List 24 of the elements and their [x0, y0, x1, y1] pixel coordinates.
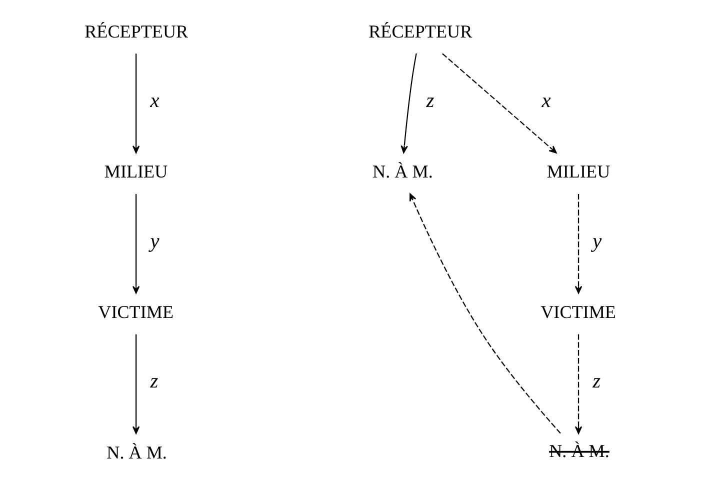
node-text: N. À M. — [106, 442, 167, 462]
edge-label: y — [150, 230, 160, 252]
arrow — [132, 54, 140, 154]
node-text: MILIEU — [546, 162, 610, 182]
arrow — [409, 193, 561, 434]
edge-label: x — [150, 90, 160, 112]
edge-label: x — [542, 90, 551, 112]
arrow — [132, 334, 140, 434]
edge-label: z — [150, 370, 158, 393]
node-text: VICTIME — [540, 302, 616, 322]
arrow — [442, 53, 557, 154]
node-text: RÉCEPTEUR — [368, 21, 472, 42]
arrow — [400, 53, 417, 154]
node-text: N. À M. — [549, 441, 610, 462]
edge-label: z — [592, 370, 601, 393]
edge-label: z — [426, 90, 434, 112]
arrow — [132, 194, 140, 294]
node-text: MILIEU — [104, 162, 168, 182]
node-text: RÉCEPTEUR — [84, 21, 188, 42]
arrow — [574, 194, 582, 294]
edge-label: y — [592, 230, 602, 252]
node-text: VICTIME — [98, 302, 174, 322]
node-text: N. À M. — [372, 162, 433, 182]
arrow — [574, 334, 582, 434]
